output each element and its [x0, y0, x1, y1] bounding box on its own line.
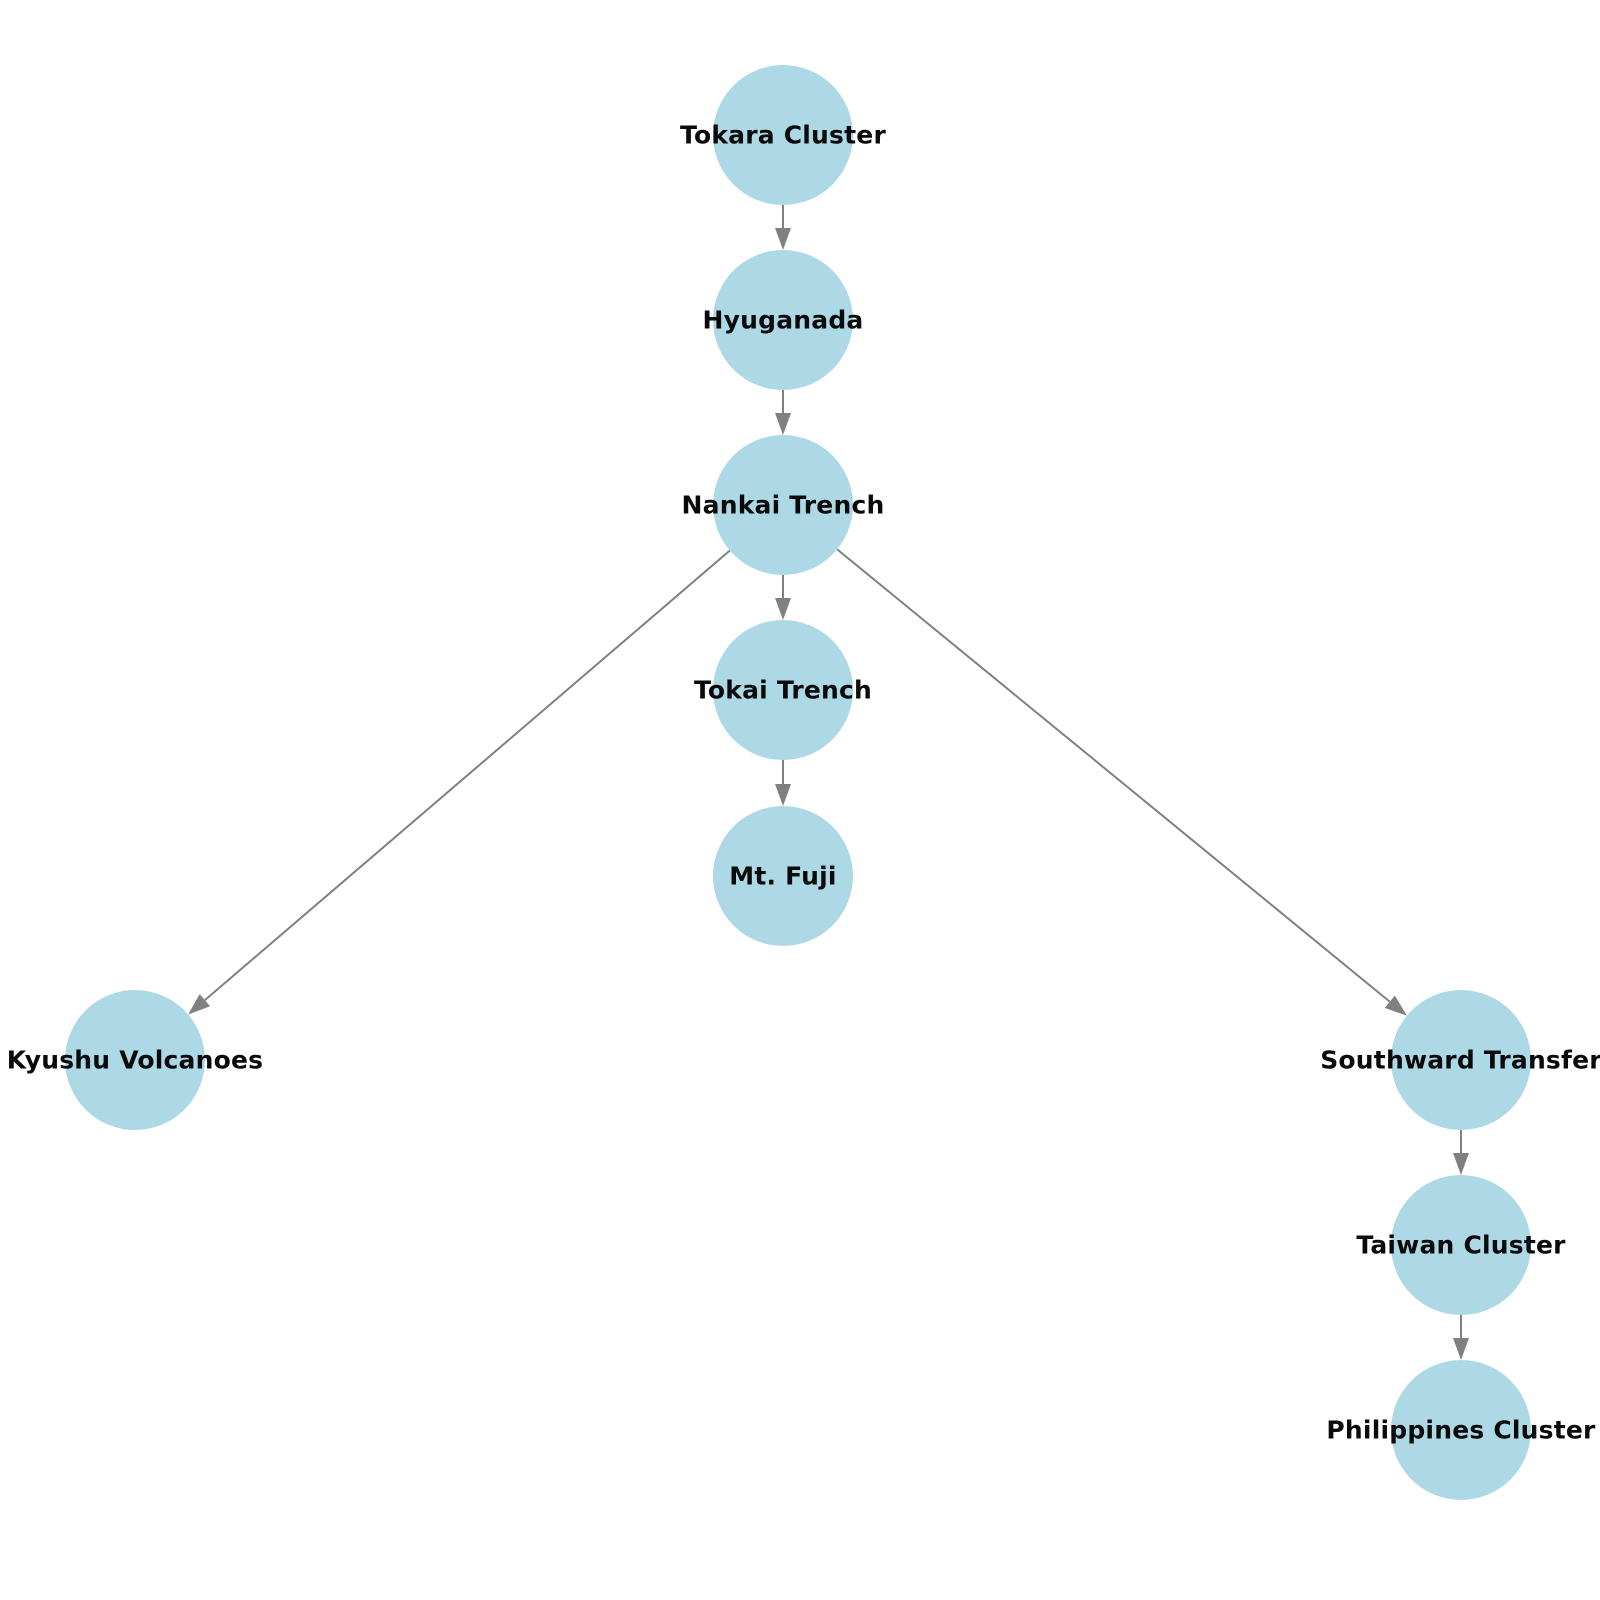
graph-edge-taiwan-to-philippines [1453, 1315, 1469, 1360]
graph-edge-hyuganada-to-nankai [775, 390, 791, 435]
graph-edge-tokara-to-hyuganada [775, 205, 791, 250]
graph-node-fuji[interactable]: Mt. Fuji [713, 806, 853, 946]
graph-edge-nankai-to-kyushu [188, 549, 731, 1015]
graph-node-taiwan[interactable]: Taiwan Cluster [1356, 1175, 1565, 1315]
edge-line [836, 548, 1391, 1003]
graph-node-label-taiwan: Taiwan Cluster [1356, 1230, 1566, 1260]
graph-node-label-nankai: Nankai Trench [681, 490, 885, 520]
graph-node-label-southward: Southward Transfer [1320, 1045, 1600, 1075]
graph-edge-southward-to-taiwan [1453, 1130, 1469, 1175]
edge-line [204, 549, 731, 1001]
arrowhead-icon [775, 784, 791, 806]
graph-node-label-philippines: Philippines Cluster [1326, 1415, 1596, 1445]
graph-node-nankai[interactable]: Nankai Trench [682, 435, 884, 575]
graph-node-southward[interactable]: Southward Transfer [1320, 990, 1600, 1130]
arrowhead-icon [775, 228, 791, 250]
graph-node-label-tokara: Tokara Cluster [680, 120, 886, 150]
arrowhead-icon [1384, 995, 1407, 1016]
graph-edge-nankai-to-southward [836, 548, 1407, 1016]
graph-node-tokai[interactable]: Tokai Trench [694, 620, 872, 760]
graph-node-hyuganada[interactable]: Hyuganada [702, 250, 863, 390]
graph-edge-nankai-to-tokai [775, 575, 791, 620]
graph-node-label-tokai: Tokai Trench [693, 675, 873, 705]
arrowhead-icon [1453, 1338, 1469, 1360]
arrowhead-icon [188, 994, 211, 1015]
graph-node-tokara[interactable]: Tokara Cluster [680, 65, 886, 205]
graph-node-kyushu[interactable]: Kyushu Volcanoes [7, 990, 263, 1130]
arrowhead-icon [775, 598, 791, 620]
graph-node-label-fuji: Mt. Fuji [729, 861, 837, 891]
graph-node-label-kyushu: Kyushu Volcanoes [6, 1045, 264, 1075]
graph-node-label-hyuganada: Hyuganada [702, 305, 864, 335]
arrowhead-icon [1453, 1153, 1469, 1175]
arrowhead-icon [775, 413, 791, 435]
graph-node-philippines[interactable]: Philippines Cluster [1326, 1360, 1595, 1500]
graph-edge-tokai-to-fuji [775, 760, 791, 806]
